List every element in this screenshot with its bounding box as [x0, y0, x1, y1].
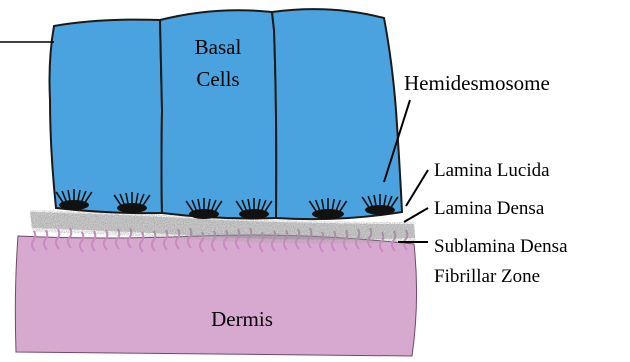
dermis-layer [15, 235, 416, 356]
lamina-densa-label: Lamina Densa [434, 198, 545, 219]
lamina-lucida-label: Lamina Lucida [434, 160, 550, 181]
basal-cell-left [50, 20, 163, 214]
basal-cells-label-line1: Basal [195, 35, 242, 59]
basal-cells-label-line2: Cells [196, 67, 239, 91]
dermis-label: Dermis [211, 307, 273, 331]
sublamina-densa-label-line1: Sublamina Densa [434, 236, 568, 257]
lamina-densa-leader-line [404, 208, 428, 222]
hemidesmosome-label: Hemidesmosome [404, 71, 550, 95]
basal-cell-right [272, 9, 402, 219]
lamina-lucida-leader-line [406, 170, 428, 206]
sublamina-densa-label-line2: Fibrillar Zone [434, 266, 540, 287]
